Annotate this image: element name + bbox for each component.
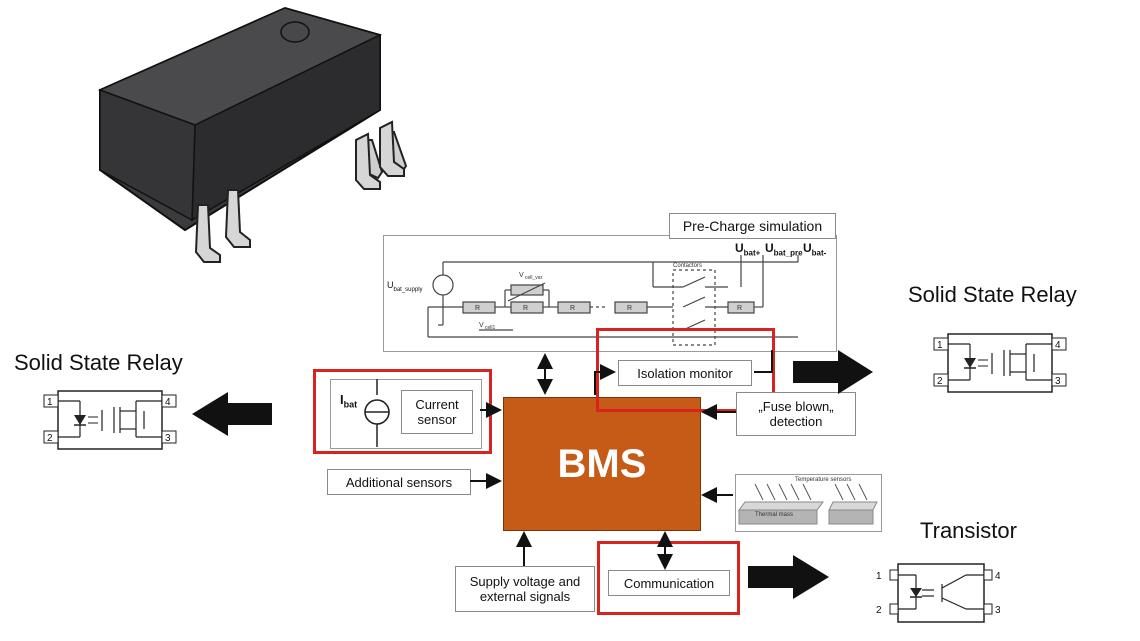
svg-text:V: V — [479, 322, 484, 329]
temperature-sensors-label: Temperature sensors — [795, 477, 852, 483]
svg-text:V: V — [519, 272, 524, 279]
svg-text:R: R — [570, 305, 575, 312]
u-bat-plus-label: Ubat+ — [735, 241, 761, 258]
communication-box: Communication — [608, 570, 730, 596]
transistor-title: Transistor — [920, 518, 1017, 543]
ssr-right-pin-4: 4 — [1055, 340, 1061, 351]
fuse-blown-box: „Fuse blown„ detection — [736, 392, 856, 436]
u-bat-minus-label: Ubat- — [803, 241, 827, 258]
ssr-left-symbol: 1 2 4 3 — [43, 390, 177, 450]
svg-text:R: R — [523, 305, 528, 312]
ssr-left-pin-1: 1 — [47, 397, 53, 408]
current-sensor-symbol — [364, 379, 390, 447]
precharge-title: Pre-Charge simulation — [669, 213, 836, 239]
ssr-right-symbol: 1 2 4 3 — [933, 333, 1067, 393]
svg-text:cell1: cell1 — [485, 325, 496, 331]
relay-package-3d-image — [98, 6, 408, 263]
precharge-circuit-frame — [383, 235, 837, 352]
temperature-sensors-frame — [735, 474, 882, 532]
ssr-left-title: Solid State Relay — [14, 350, 183, 375]
ssr-right-pin-2: 2 — [937, 376, 943, 387]
svg-text:R: R — [627, 305, 632, 312]
current-sensor-box: Current sensor — [401, 390, 473, 434]
u-bat-supply-label: Ubat_supply — [387, 280, 423, 293]
isolation-monitor-highlight — [596, 328, 775, 412]
transistor-pin-3: 3 — [995, 605, 1000, 616]
i-bat-label: Ibat — [340, 392, 358, 410]
svg-text:cell_var: cell_var — [525, 275, 543, 281]
transistor-pin-1: 1 — [876, 571, 882, 582]
arrow-to-right-ssr — [793, 350, 873, 394]
arrow-to-left-ssr — [192, 392, 272, 436]
ssr-left-pin-3: 3 — [165, 433, 171, 444]
arrow-to-transistor — [748, 555, 829, 599]
temperature-sensors-graphic — [738, 483, 878, 525]
additional-sensors-box: Additional sensors — [327, 469, 471, 495]
transistor-pin-4: 4 — [995, 571, 1000, 582]
ssr-left-pin-2: 2 — [47, 433, 53, 444]
svg-text:R: R — [737, 305, 742, 312]
transistor-pin-2: 2 — [876, 605, 882, 616]
u-bat-pre-label: Ubat_pre — [765, 241, 803, 258]
svg-text:R: R — [475, 305, 480, 312]
transistor-symbol: 1 2 4 3 — [876, 563, 1000, 623]
svg-text:Contactors: Contactors — [673, 263, 702, 269]
thermal-mass-label: Thermal mass — [755, 512, 794, 518]
ssr-left-pin-4: 4 — [165, 397, 171, 408]
bms-block: BMS — [503, 397, 701, 531]
supply-voltage-box: Supply voltage and external signals — [455, 566, 595, 612]
ssr-right-pin-1: 1 — [937, 340, 943, 351]
isolation-monitor-box: Isolation monitor — [618, 360, 752, 386]
ssr-right-title: Solid State Relay — [908, 282, 1077, 307]
ssr-right-pin-3: 3 — [1055, 376, 1061, 387]
